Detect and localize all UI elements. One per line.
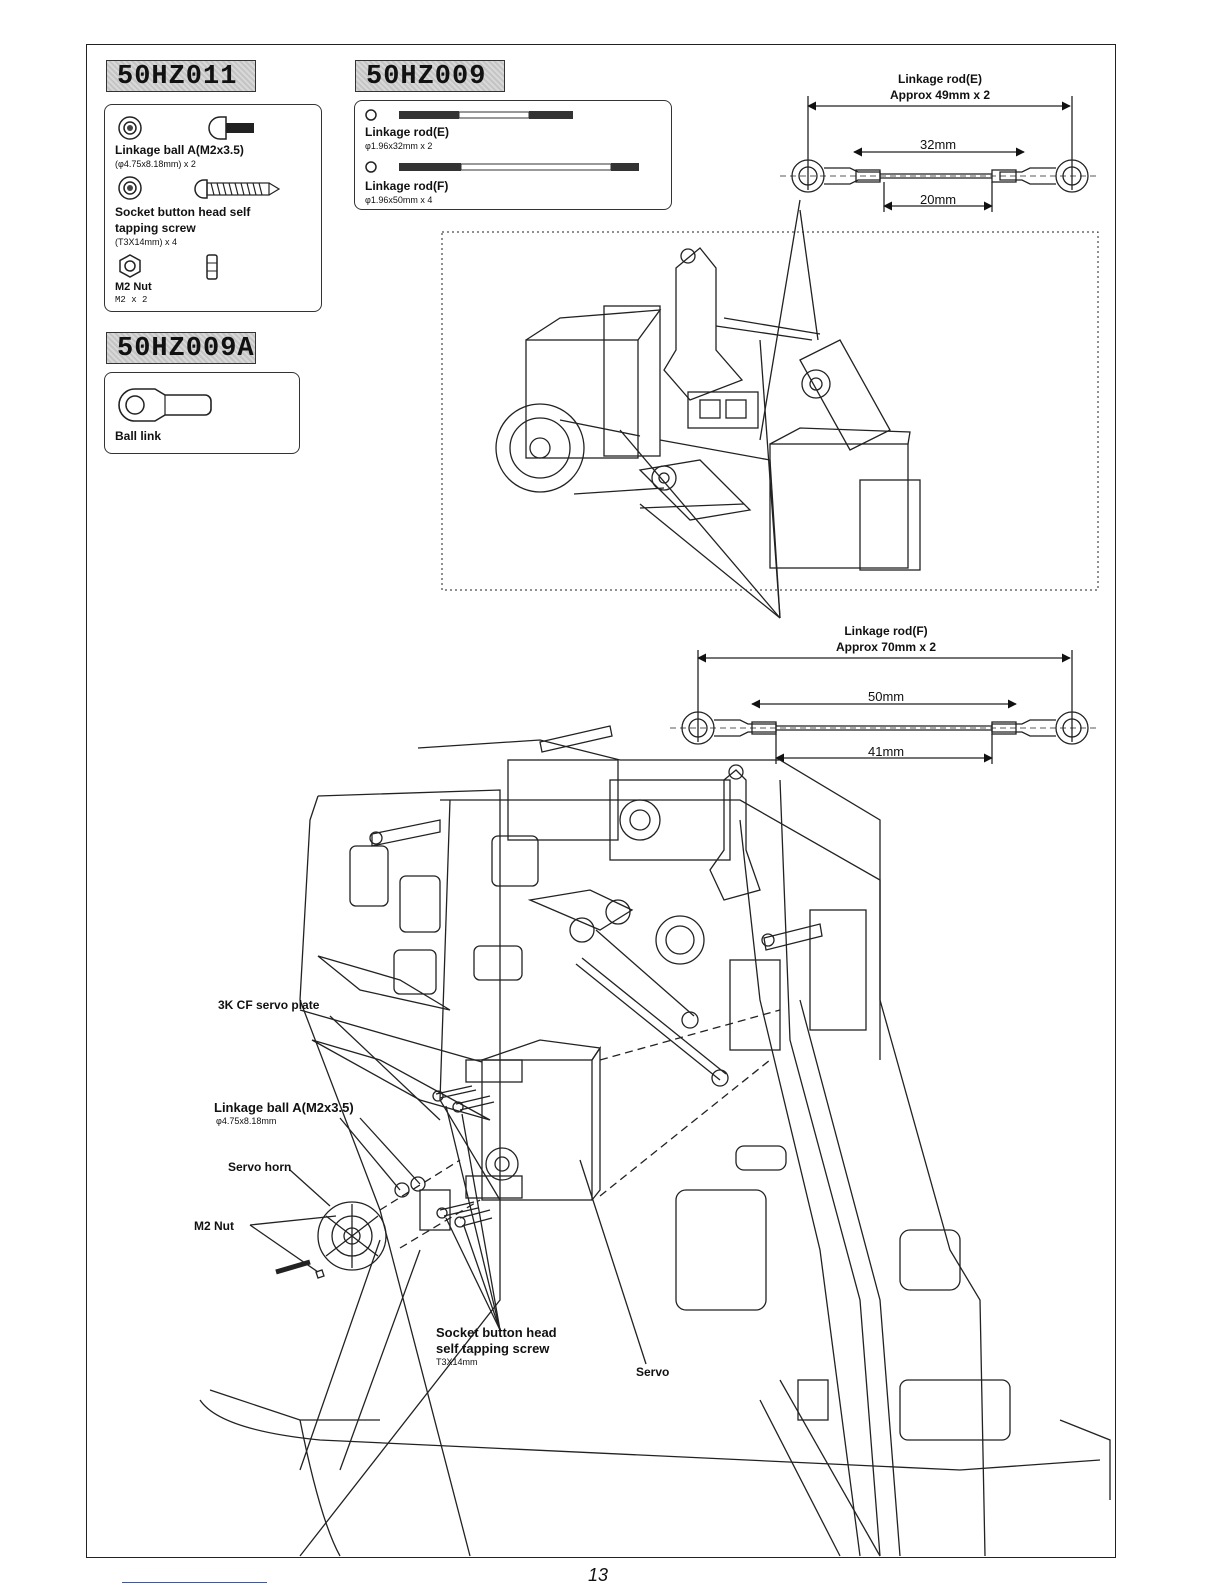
ball-link-label: Ball link (115, 429, 162, 443)
rod-f-spec: φ1.96x50mm x 4 (365, 195, 433, 205)
callout-servo-plate: 3K CF servo plate (218, 998, 320, 1012)
linkage-ball-icon (208, 116, 254, 140)
rod-icon (365, 109, 573, 121)
tapping-screw-icon (194, 179, 281, 199)
rod-f-label: Linkage rod(F) (365, 179, 449, 193)
part-code-50hz009a: 50HZ009A (106, 332, 256, 364)
rod-e-spec: φ1.96x32mm x 2 (365, 141, 433, 151)
linkage-ball-spec: (φ4.75x8.18mm) x 2 (115, 159, 196, 169)
rod-e-dim-title-1: Linkage rod(E) (897, 72, 982, 86)
rod-icon (365, 161, 639, 173)
ball-link-icon (118, 388, 212, 422)
callout-m2-nut: M2 Nut (194, 1219, 234, 1233)
parts-box-50hz009: Linkage rod(E) φ1.96x32mm x 2 Linkage ro… (354, 100, 672, 210)
callout-screw-line2: self tapping screw (436, 1341, 550, 1356)
page-frame (86, 44, 1116, 1558)
nut-label: M2 Nut (115, 281, 152, 293)
callout-servo-horn: Servo horn (228, 1160, 292, 1174)
callout-screw-line1: Socket button head (436, 1325, 557, 1340)
parts-box-50hz011: Linkage ball A(M2x3.5) (φ4.75x8.18mm) x … (104, 104, 322, 312)
part-code-50hz009: 50HZ009 (355, 60, 505, 92)
washer-icon (118, 176, 142, 200)
callout-linkage-ball: Linkage ball A(M2x3.5) (214, 1100, 354, 1115)
rod-e-dim-title-2: Approx 49mm x 2 (889, 88, 991, 102)
callout-screw-spec: T3X14mm (436, 1357, 478, 1367)
screw-label-line1: Socket button head self (115, 205, 251, 219)
m2-nut-icon (119, 254, 141, 278)
m2-nut-icon (206, 254, 218, 280)
rod-f-dim-title-2: Approx 70mm x 2 (835, 640, 937, 654)
page-number: 13 (588, 1565, 609, 1585)
screw-spec: (T3X14mm) x 4 (115, 237, 178, 247)
rod-f-dim-title-1: Linkage rod(F) (844, 624, 928, 638)
parts-box-50hz009a: Ball link (104, 372, 300, 454)
screw-label-line2: tapping screw (115, 221, 196, 235)
part-code-50hz011: 50HZ011 (106, 60, 256, 92)
rod-e-label: Linkage rod(E) (365, 125, 450, 139)
footer-rule (122, 1582, 267, 1583)
nut-spec: M2 x 2 (115, 295, 148, 305)
linkage-ball-label: Linkage ball A(M2x3.5) (115, 143, 244, 157)
callout-linkage-ball-spec: φ4.75x8.18mm (216, 1116, 277, 1126)
callout-servo: Servo (636, 1365, 670, 1379)
washer-icon (118, 116, 142, 140)
